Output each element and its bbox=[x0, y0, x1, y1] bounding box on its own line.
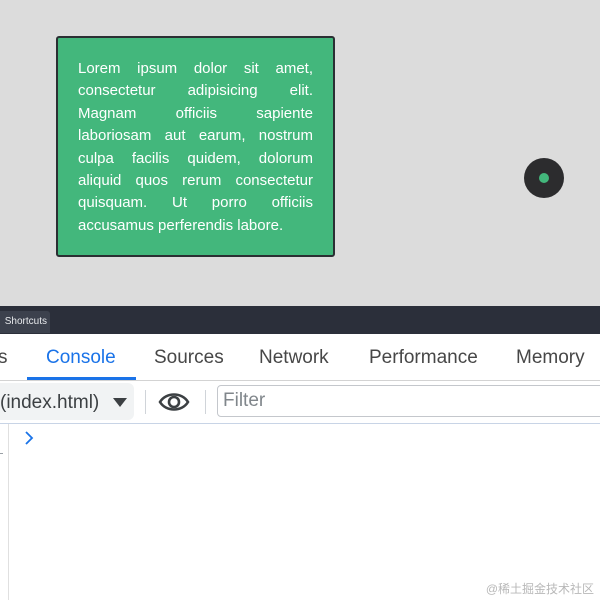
watermark: @稀土掘金技术社区 bbox=[485, 582, 594, 596]
devtools-tab-bar: s Console Sources Network Performance Me… bbox=[0, 334, 600, 381]
active-tab-indicator bbox=[27, 377, 136, 380]
dot-center bbox=[539, 173, 549, 183]
page-viewport: Lorem ipsum dolor sit amet, consectetur … bbox=[0, 0, 600, 306]
toolbar-divider bbox=[205, 390, 206, 414]
filter-field[interactable] bbox=[217, 385, 600, 417]
shortcuts-button[interactable]: Shortcuts bbox=[0, 311, 50, 333]
tab-sources[interactable]: Sources bbox=[154, 347, 224, 368]
tab-console[interactable]: Console bbox=[46, 347, 116, 368]
context-selector-value: (index.html) bbox=[0, 392, 100, 413]
eye-icon[interactable] bbox=[158, 388, 190, 416]
toolbar-divider bbox=[145, 390, 146, 414]
console-toolbar: (index.html) bbox=[0, 381, 600, 424]
tab-network[interactable]: Network bbox=[259, 347, 329, 368]
context-selector[interactable]: (index.html) bbox=[0, 383, 134, 420]
tab-memory[interactable]: Memory bbox=[516, 347, 585, 368]
devtools-header: Shortcuts bbox=[0, 306, 600, 334]
filter-input[interactable] bbox=[223, 386, 600, 416]
chevron-down-icon bbox=[113, 398, 127, 407]
card-text: Lorem ipsum dolor sit amet, consectetur … bbox=[78, 60, 313, 234]
tab-elements[interactable]: s bbox=[0, 347, 8, 368]
console-sidebar-divider bbox=[8, 424, 9, 600]
sidebar-edge-mark bbox=[0, 453, 3, 454]
text-card: Lorem ipsum dolor sit amet, consectetur … bbox=[56, 36, 335, 257]
chevron-right-icon bbox=[25, 431, 34, 445]
tab-performance[interactable]: Performance bbox=[369, 347, 478, 368]
console-output[interactable]: @稀土掘金技术社区 bbox=[0, 424, 600, 600]
dot-icon[interactable] bbox=[524, 158, 564, 198]
